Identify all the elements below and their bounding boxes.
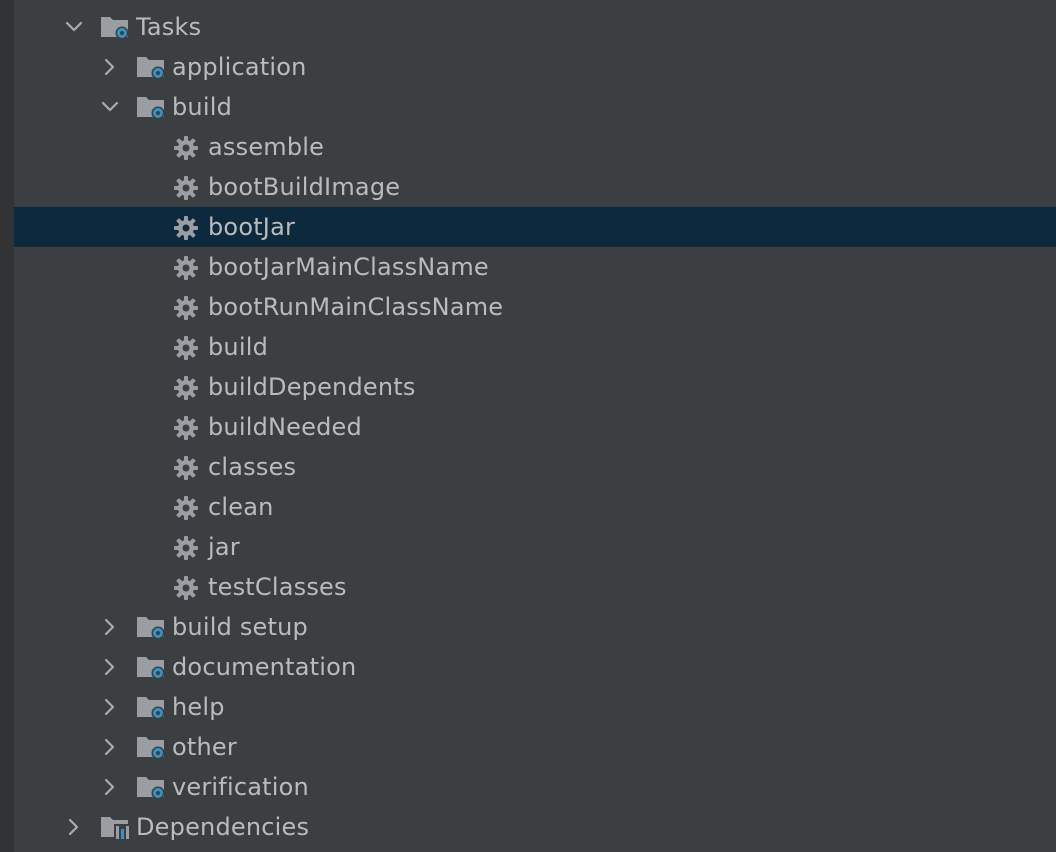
tree-node-group-application[interactable]: application (0, 47, 1056, 87)
folder-gear-icon (137, 617, 165, 640)
task-label: bootJar (208, 213, 296, 241)
folder-dependencies-icon (101, 817, 129, 840)
gear-icon (174, 136, 198, 160)
chevron-right-icon[interactable] (100, 657, 120, 677)
tree-node-task[interactable]: build (0, 327, 1056, 367)
tree-node-task[interactable]: assemble (0, 127, 1056, 167)
left-gutter (0, 0, 14, 852)
chevron-right-icon[interactable] (100, 57, 120, 77)
task-label: buildDependents (208, 373, 416, 401)
tree-node-label: build setup (172, 613, 308, 641)
chevron-right-icon[interactable] (100, 617, 120, 637)
tree-node-group-build[interactable]: build (0, 87, 1056, 127)
chevron-down-icon[interactable] (100, 97, 120, 117)
task-label: clean (208, 493, 274, 521)
gear-icon (174, 216, 198, 240)
tree-node-task[interactable]: classes (0, 447, 1056, 487)
tree-node-group-build-setup[interactable]: build setup (0, 607, 1056, 647)
gear-icon (174, 296, 198, 320)
gear-icon (174, 456, 198, 480)
folder-gear-icon (137, 97, 165, 120)
folder-gear-icon (137, 737, 165, 760)
gear-icon (174, 416, 198, 440)
tree-node-group-verification[interactable]: verification (0, 767, 1056, 807)
gear-icon (174, 176, 198, 200)
folder-gear-icon (137, 57, 165, 80)
task-label: buildNeeded (208, 413, 362, 441)
task-label: testClasses (208, 573, 347, 601)
gear-icon (174, 256, 198, 280)
tree-node-task[interactable]: bootRunMainClassName (0, 287, 1056, 327)
tree-node-task[interactable]: testClasses (0, 567, 1056, 607)
gear-icon (174, 576, 198, 600)
task-label: jar (208, 533, 240, 561)
tree-node-group-help[interactable]: help (0, 687, 1056, 727)
tree-node-task[interactable]: bootJarMainClassName (0, 247, 1056, 287)
gear-icon (174, 536, 198, 560)
task-label: assemble (208, 133, 325, 161)
tree-node-label: build (172, 93, 233, 121)
tree-node-task[interactable]: buildDependents (0, 367, 1056, 407)
tree-node-task[interactable]: bootBuildImage (0, 167, 1056, 207)
tree-node-group-other[interactable]: other (0, 727, 1056, 767)
tree-node-task[interactable]: clean (0, 487, 1056, 527)
tree-node-label: other (172, 733, 237, 761)
tree-node-group-documentation[interactable]: documentation (0, 647, 1056, 687)
folder-gear-icon (137, 697, 165, 720)
folder-gear-icon (137, 777, 165, 800)
chevron-right-icon[interactable] (100, 777, 120, 797)
gear-icon (174, 336, 198, 360)
gear-icon (174, 496, 198, 520)
gear-icon (174, 376, 198, 400)
task-label: classes (208, 453, 297, 481)
chevron-right-icon[interactable] (100, 697, 120, 717)
chevron-down-icon[interactable] (64, 17, 84, 37)
tree-node-label: verification (172, 773, 309, 801)
tree-node-label: help (172, 693, 225, 721)
tree-node-task-selected[interactable]: bootJar (14, 207, 1056, 247)
chevron-right-icon[interactable] (100, 737, 120, 757)
tree-node-tasks[interactable]: Tasks (0, 7, 1056, 47)
tree-node-label: Tasks (136, 13, 202, 41)
tree-node-label: application (172, 53, 307, 81)
task-label: bootJarMainClassName (208, 253, 489, 281)
task-label: build (208, 333, 269, 361)
tree-node-dependencies[interactable]: Dependencies (0, 807, 1056, 847)
tree-node-task[interactable]: buildNeeded (0, 407, 1056, 447)
folder-gear-icon (137, 657, 165, 680)
gradle-task-tree: Tasks application (0, 7, 1056, 847)
tree-node-label: Dependencies (136, 813, 310, 841)
task-label: bootRunMainClassName (208, 293, 504, 321)
task-label: bootBuildImage (208, 173, 401, 201)
tree-node-task[interactable]: jar (0, 527, 1056, 567)
tree-node-label: documentation (172, 653, 357, 681)
chevron-right-icon[interactable] (64, 817, 84, 837)
folder-gear-icon (101, 17, 129, 40)
